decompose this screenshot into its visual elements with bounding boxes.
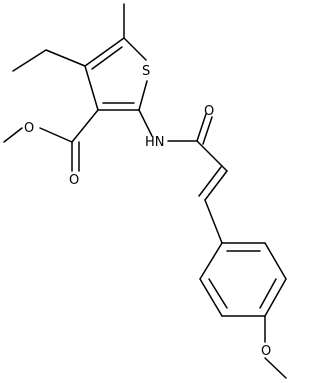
bond-c4-c5 — [84, 37, 125, 67]
bond-ar-c2-c3 — [264, 242, 287, 280]
bond-c3-c4 — [84, 65, 99, 111]
atom-label-ester-o-double: O — [69, 173, 79, 188]
molecule-structure: S HN O O O O — [3, 3, 287, 379]
bond-carbonyl-c-alkene — [196, 140, 228, 172]
bond-o-methoxy-methyl — [264, 357, 287, 379]
bond-alkene-aryl — [204, 199, 223, 244]
atom-label-amide-o: O — [204, 104, 214, 119]
atom-label-sulfur: S — [142, 64, 150, 79]
atom-label-amide-nh: HN — [145, 135, 165, 150]
atom-label-methoxy-o: O — [261, 344, 271, 359]
bond-c4-c5-double — [91, 46, 123, 70]
bond-ar-inner-2 — [259, 278, 277, 309]
bond-ethyl-ch2-c4 — [45, 49, 86, 67]
bond-ester-o-methyl — [3, 127, 23, 143]
bond-s-c2 — [138, 80, 148, 111]
bond-ar-inner-3 — [208, 278, 228, 309]
bond-c3-ester-c — [71, 109, 99, 143]
bond-ar-c5-c6 — [199, 278, 223, 317]
bond-c5-s — [123, 37, 147, 61]
bond-ar-c6-c1 — [199, 242, 223, 280]
bond-c2-nh — [138, 109, 153, 137]
bond-carbonyl-o-b — [202, 116, 213, 145]
bond-alkene-double-a — [204, 170, 228, 201]
atom-label-ester-o-single: O — [24, 121, 34, 136]
bond-ester-c-o-single — [39, 127, 73, 143]
bond-carbonyl-o-a — [196, 113, 207, 142]
bond-ar-c3-c4 — [264, 278, 287, 317]
bond-ethyl-ch3-ch2 — [12, 49, 47, 72]
bond-alkene-double-b — [198, 166, 222, 197]
